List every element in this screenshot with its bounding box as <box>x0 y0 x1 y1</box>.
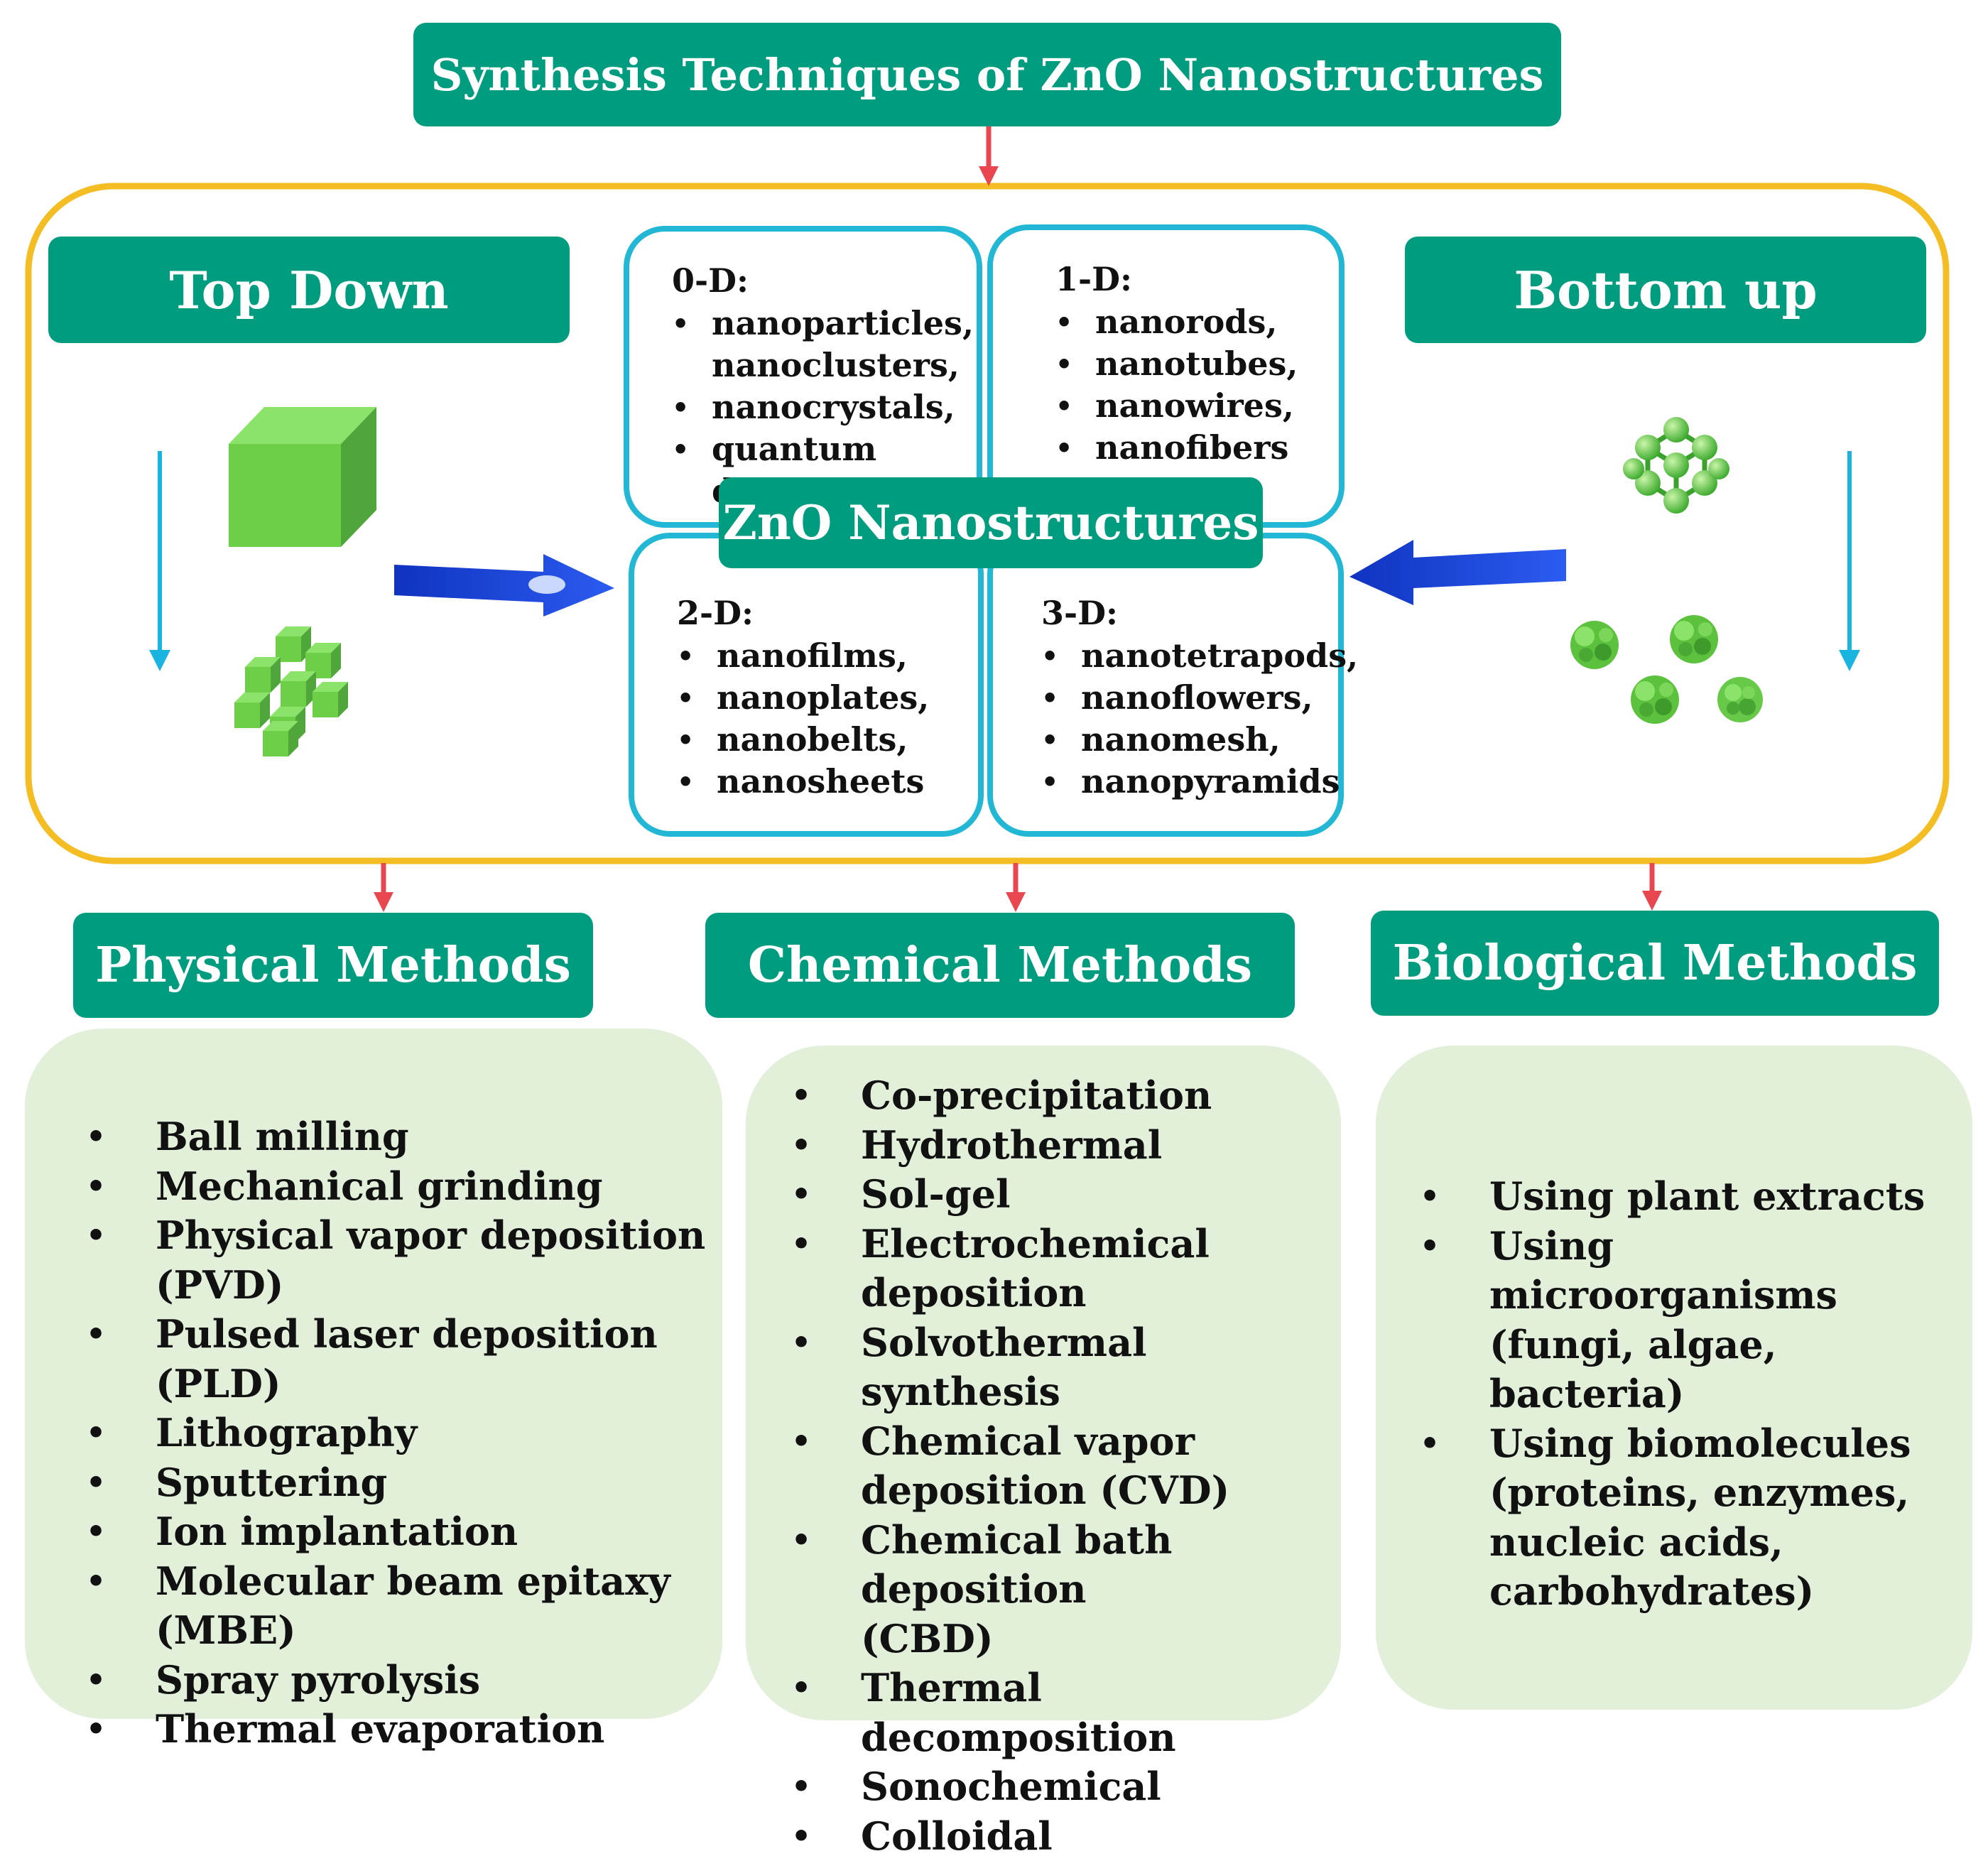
biological-methods-list: Using plant extracts Using microorganism… <box>1389 1172 1972 1617</box>
list-item: nanoflowers, <box>1041 677 1324 719</box>
list-item: nanoparticles, <box>672 303 962 344</box>
list-item: nanoclusters, <box>672 344 962 386</box>
list-item: Thermal evaporation <box>55 1705 722 1754</box>
list-item: Molecular beam epitaxy (MBE) <box>55 1557 722 1656</box>
quadrant-3d: 3-D: nanotetrapods, nanoflowers, nanomes… <box>987 533 1344 837</box>
chemical-methods-list: Co-precipitation Hydrothermal Sol-gel El… <box>760 1071 1341 1861</box>
list-item: Using plant extracts <box>1389 1172 1972 1222</box>
list-item-text: Chemical vapor <box>861 1418 1195 1464</box>
bulk-cube-icon <box>229 407 376 547</box>
list-item-text: Physical vapor deposition <box>156 1212 705 1258</box>
quadrant-1d-list: nanorods, nanotubes, nanowires, nanofibe… <box>1055 301 1325 469</box>
list-item-text: Using biomolecules <box>1489 1421 1911 1466</box>
list-item: nanopyramids <box>1041 761 1324 803</box>
list-item: Thermal decomposition <box>760 1664 1341 1762</box>
zno-nanostructures-label: ZnO Nanostructures <box>719 477 1263 568</box>
list-item: nanotetrapods, <box>1041 635 1324 677</box>
bottom-up-blue-arrow <box>1349 540 1566 605</box>
list-item: nanomesh, <box>1041 719 1324 761</box>
top-down-label: Top Down <box>48 237 570 343</box>
list-item-continuation: (PVD) <box>156 1262 283 1308</box>
list-item: Using biomolecules(proteins, enzymes,nuc… <box>1389 1419 1972 1617</box>
list-item: Mechanical grinding <box>55 1162 722 1212</box>
list-item: nanobelts, <box>677 719 964 761</box>
list-item: Pulsed laser deposition (PLD) <box>55 1310 722 1409</box>
quadrant-3d-heading: 3-D: <box>1041 594 1324 632</box>
biological-methods-label: Biological Methods <box>1371 911 1939 1016</box>
list-item-text: Using microorganisms <box>1489 1223 1837 1318</box>
list-item: Solvothermal synthesis <box>760 1318 1341 1417</box>
list-item-text: Electrochemical <box>861 1221 1210 1266</box>
list-item-continuation: carbohydrates) <box>1489 1568 1814 1614</box>
top-down-blue-arrow <box>394 554 614 617</box>
atom-lattice-icon <box>1623 417 1729 514</box>
list-item: Lithography <box>55 1409 722 1458</box>
physical-methods-panel: Ball milling Mechanical grinding Physica… <box>25 1029 722 1719</box>
quadrant-3d-list: nanotetrapods, nanoflowers, nanomesh, na… <box>1041 635 1324 803</box>
quadrant-1d-heading: 1-D: <box>1055 260 1325 298</box>
list-item: Sonochemical <box>760 1762 1341 1812</box>
chemical-methods-panel: Co-precipitation Hydrothermal Sol-gel El… <box>746 1046 1341 1720</box>
list-item: nanotubes, <box>1055 343 1325 385</box>
list-item-continuation: (CBD) <box>861 1616 994 1661</box>
quadrant-0d-heading: 0-D: <box>672 261 962 300</box>
list-item: Colloidal <box>760 1812 1341 1861</box>
list-item: nanocrystals, <box>672 386 962 428</box>
list-item-continuation: nucleic acids, <box>1489 1519 1783 1565</box>
quadrant-2d: 2-D: nanofilms, nanoplates, nanobelts, n… <box>629 533 984 837</box>
list-item: nanofilms, <box>677 635 964 677</box>
biological-methods-panel: Using plant extracts Using microorganism… <box>1376 1046 1972 1710</box>
quadrant-2d-heading: 2-D: <box>677 594 964 632</box>
list-item: nanosheets <box>677 761 964 803</box>
list-item: nanowires, <box>1055 385 1325 427</box>
list-item-continuation: deposition <box>861 1270 1087 1315</box>
list-item: Co-precipitation <box>760 1071 1341 1121</box>
nanocluster-icons <box>1570 615 1763 724</box>
diagram-title: Synthesis Techniques of ZnO Nanostructur… <box>413 23 1561 126</box>
list-item-text: Chemical bath deposition <box>861 1517 1172 1612</box>
list-item: Sol-gel <box>760 1170 1341 1220</box>
list-item: nanorods, <box>1055 301 1325 343</box>
small-cubes-icon <box>234 626 348 756</box>
bottom-up-label: Bottom up <box>1405 237 1926 343</box>
list-item: Physical vapor deposition(PVD) <box>55 1211 722 1310</box>
list-item-continuation: deposition (CVD) <box>861 1467 1229 1513</box>
list-item: nanoplates, <box>677 677 964 719</box>
quadrant-2d-list: nanofilms, nanoplates, nanobelts, nanosh… <box>677 635 964 803</box>
list-item: Chemical bath deposition(CBD) <box>760 1516 1341 1664</box>
list-item: Using microorganisms(fungi, algae, bacte… <box>1389 1222 1972 1419</box>
list-item: Hydrothermal <box>760 1121 1341 1171</box>
list-item-continuation: (fungi, algae, bacteria) <box>1489 1322 1777 1417</box>
physical-methods-list: Ball milling Mechanical grinding Physica… <box>55 1112 722 1754</box>
list-item: Spray pyrolysis <box>55 1656 722 1705</box>
list-item: Sputtering <box>55 1458 722 1508</box>
list-item: Ball milling <box>55 1112 722 1162</box>
physical-methods-label: Physical Methods <box>73 913 593 1018</box>
list-item: Ion implantation <box>55 1507 722 1557</box>
list-item: nanofibers <box>1055 427 1325 469</box>
chemical-methods-label: Chemical Methods <box>705 913 1295 1018</box>
list-item-continuation: (proteins, enzymes, <box>1489 1470 1909 1515</box>
